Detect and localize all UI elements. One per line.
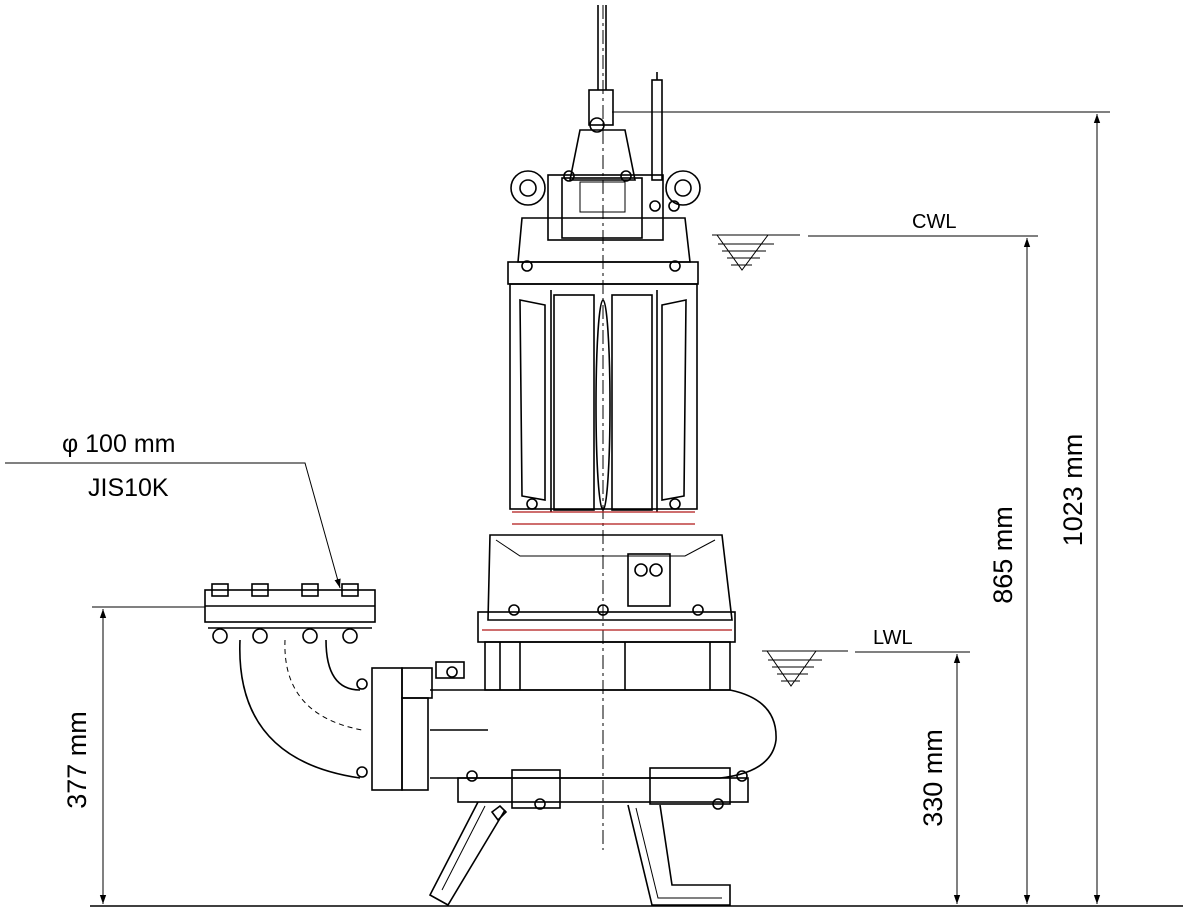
lwl-water-level-symbol	[762, 650, 848, 687]
discharge-pipe	[204, 583, 488, 791]
lifting-eye-right	[665, 170, 701, 206]
flange-size-label: φ 100 mm	[62, 430, 175, 458]
pump-body	[428, 5, 777, 907]
cwl-label: CWL	[912, 211, 956, 233]
cwl-water-level-symbol	[712, 234, 800, 271]
pump-foot-right	[627, 804, 731, 906]
dim-label-377: 377 mm	[62, 711, 92, 809]
lifting-eye-left	[510, 170, 546, 206]
dim-label-865: 865 mm	[988, 506, 1018, 604]
dim-label-330: 330 mm	[918, 729, 948, 827]
flange-standard-label: JIS10K	[88, 474, 169, 502]
volute-casing	[430, 689, 777, 779]
pump-foot-left	[428, 801, 506, 907]
flange-leader-line	[5, 462, 341, 589]
dim-label-1023: 1023 mm	[1058, 434, 1088, 547]
lwl-label: LWL	[873, 627, 913, 649]
